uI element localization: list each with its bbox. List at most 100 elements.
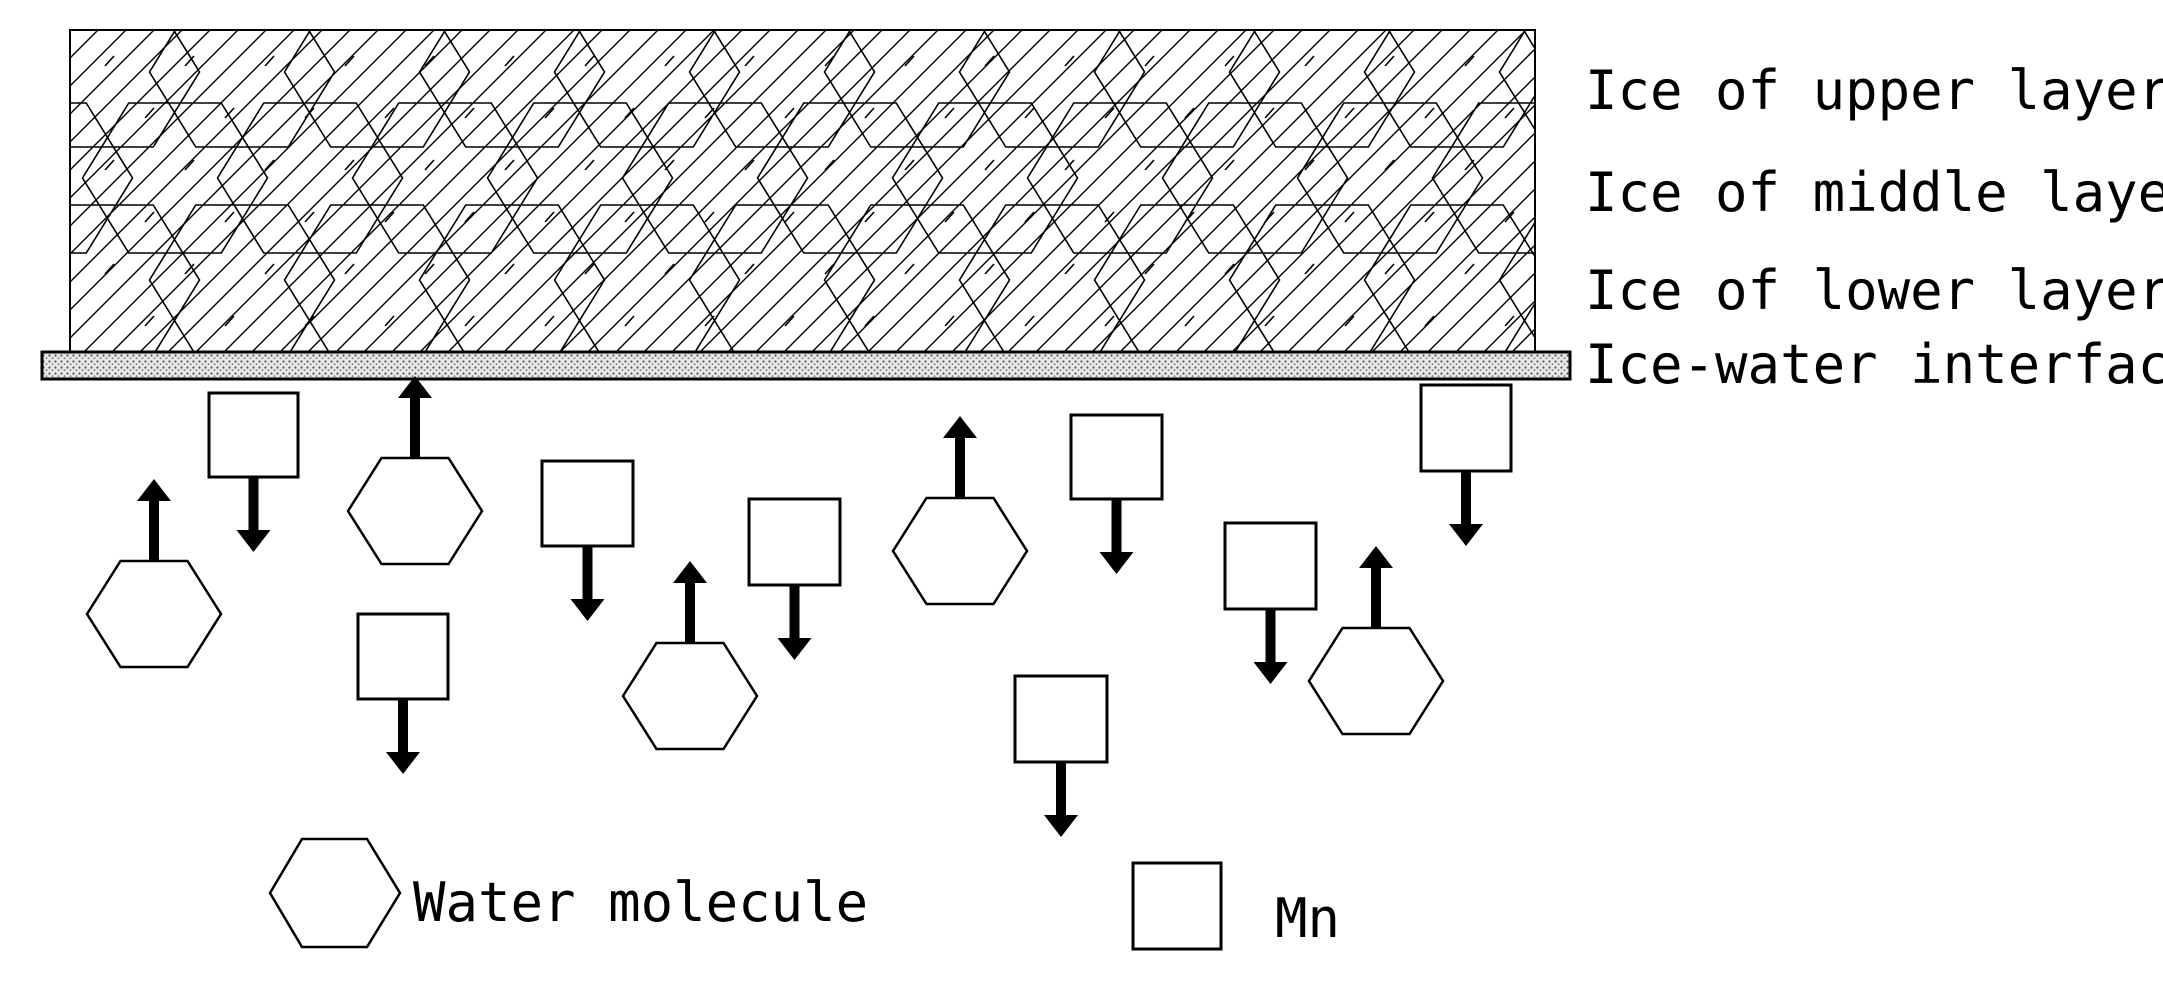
ice-crystal-hexagon (621, 102, 809, 254)
arrow-down-icon (386, 699, 420, 774)
ice-dash-mark (864, 315, 875, 327)
ice-hatch-line (531, 30, 855, 352)
ice-hatch-line (307, 30, 631, 352)
ice-dash-mark (1224, 263, 1235, 275)
ice-dash-mark (1424, 211, 1435, 223)
ice-crystal-hexagon (351, 102, 539, 254)
ice-dash-mark (1104, 107, 1115, 119)
ice-dash-mark (344, 159, 355, 171)
ice-hatch-line (1203, 30, 1527, 352)
ice-dash-mark (1024, 107, 1035, 119)
ice-hatch-line (167, 30, 491, 352)
ice-dash-mark (984, 55, 995, 67)
ice-dash-mark (1024, 315, 1035, 327)
mn-square-icon (356, 612, 450, 701)
ice-crystal-hexagon (1431, 102, 1535, 254)
legend-water-molecule-label: Water molecule (413, 871, 869, 934)
mn-square-icon (1419, 383, 1513, 473)
label-ice-water-interface: Ice-water interface (1585, 333, 2163, 396)
ice-dash-mark (1304, 55, 1315, 67)
ice-dash-mark (464, 211, 475, 223)
ice-dash-mark (1264, 107, 1275, 119)
ice-crystal-hexagon (283, 204, 471, 352)
ice-dash-mark (384, 211, 395, 223)
ice-dash-mark (384, 107, 395, 119)
ice-hatch-line (1119, 30, 1443, 352)
ice-dash-mark (184, 159, 195, 171)
ice-hatch-line (1455, 272, 1535, 352)
ice-hatch-line (1035, 30, 1359, 352)
arrow-up-icon (1359, 546, 1393, 628)
ice-dash-mark (1024, 211, 1035, 223)
ice-dash-mark (1504, 211, 1515, 223)
label-ice-middle-layer: Ice of middle layer (1585, 161, 2163, 224)
ice-dash-mark (1064, 263, 1075, 275)
ice-dash-mark (904, 263, 915, 275)
ice-dash-mark (104, 159, 115, 171)
ice-dash-mark (1344, 211, 1355, 223)
ice-dash-mark (224, 211, 235, 223)
ice-hatch-line (1427, 244, 1535, 352)
ice-hatch-line (755, 30, 1079, 352)
ice-hatch-line (671, 30, 995, 352)
ice-crystal-hexagon (486, 102, 674, 254)
ice-dash-mark (784, 315, 795, 327)
ice-dash-mark (1144, 55, 1155, 67)
ice-dash-mark (584, 159, 595, 171)
ice-dash-mark (1184, 315, 1195, 327)
ice-crystal-hexagon (70, 30, 201, 148)
arrow-up-icon (943, 416, 977, 498)
ice-hatch-line (1343, 160, 1535, 352)
ice-crystal-hexagon (891, 102, 1079, 254)
mn-square-icon (207, 391, 300, 479)
ice-dash-mark (904, 55, 915, 67)
ice-hatch-line (1371, 188, 1535, 352)
ice-crystal-hexagon (1026, 102, 1214, 254)
ice-hatch-line (1483, 300, 1535, 352)
arrow-down-icon (570, 546, 605, 621)
ice-dash-mark (104, 55, 115, 67)
ice-dash-mark (1464, 55, 1475, 67)
ice-hatch-line (111, 30, 435, 352)
ice-dash-mark (744, 55, 755, 67)
ice-dash-mark (1064, 55, 1075, 67)
ice-dash-mark (464, 315, 475, 327)
ice-dash-mark (264, 55, 275, 67)
arrow-up-icon (398, 376, 432, 458)
ice-dash-mark (784, 211, 795, 223)
ice-crystal-hexagon (216, 102, 404, 254)
ice-dash-mark (1344, 107, 1355, 119)
ice-dash-mark (824, 159, 835, 171)
ice-crystal-hexagon (1228, 30, 1416, 148)
ice-hatch-line (363, 30, 687, 352)
water-molecule-icon (1307, 626, 1445, 736)
ice-crystal-hexagon (688, 204, 876, 352)
ice-hatching (70, 30, 1535, 352)
ice-hatch-line (895, 30, 1219, 352)
arrow-down-icon (777, 585, 812, 660)
legend-mn-label: Mn (1275, 887, 1341, 950)
ice-dash-mark (104, 263, 115, 275)
ice-hatch-line (615, 30, 939, 352)
ice-crystal-hexagon (1228, 204, 1416, 352)
ice-hatch-line (279, 30, 603, 352)
ice-dash-mark (864, 107, 875, 119)
ice-hatch-line (923, 30, 1247, 352)
label-ice-lower-layer: Ice of lower layer (1585, 259, 2163, 322)
ice-hatch-line (70, 30, 267, 227)
ice-crystal-hexagon (70, 102, 134, 254)
ice-dash-mark (904, 159, 915, 171)
ice-hatch-line (70, 30, 379, 339)
arrow-down-icon (236, 477, 271, 552)
mn-square-icon (747, 497, 842, 587)
ice-crystal-hexagon (1093, 204, 1281, 352)
arrow-down-icon (1044, 762, 1078, 837)
ice-crystal-hexagon (958, 30, 1146, 148)
ice-hatch-line (867, 30, 1191, 352)
ice-dash-mark (1384, 159, 1395, 171)
ice-dash-mark (504, 159, 515, 171)
ice-dash-mark (184, 55, 195, 67)
ice-hatch-line (587, 30, 911, 352)
ice-dash-mark (1504, 107, 1515, 119)
